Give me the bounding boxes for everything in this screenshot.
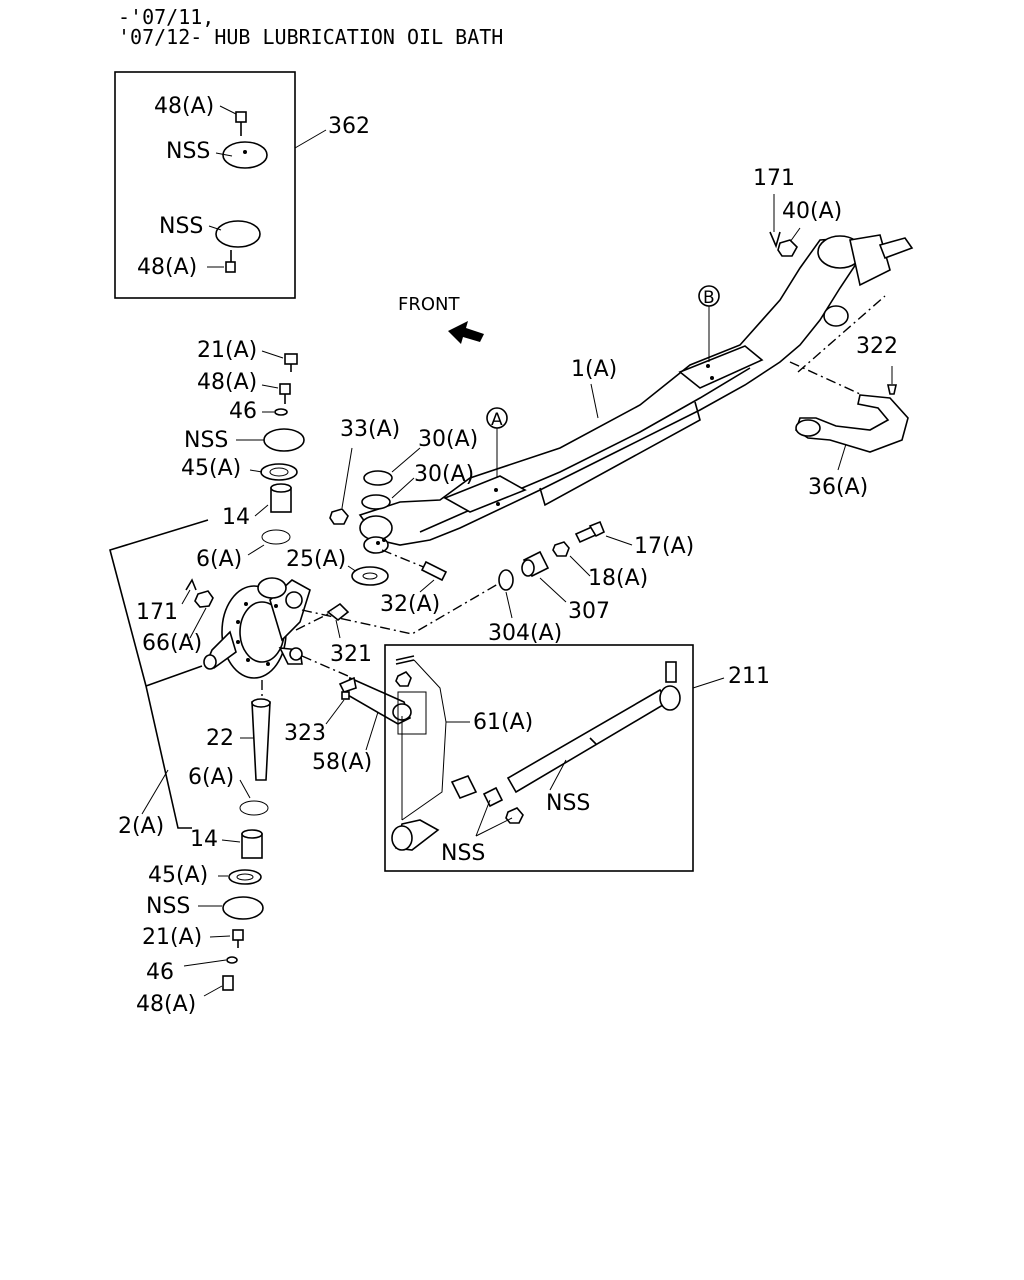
marker-b-label: B <box>703 288 715 308</box>
nut-40-icon <box>777 239 798 257</box>
front-label: FRONT <box>398 294 460 315</box>
callout-171-right: 171 <box>753 166 795 191</box>
nut-inset-icon <box>395 671 412 687</box>
kingpin-22 <box>251 701 271 781</box>
washer-304-icon <box>498 569 514 591</box>
marker-a-label: A <box>491 410 503 430</box>
tie-rod-tube <box>506 688 670 794</box>
callout-21a-top: 21(A) <box>197 338 257 363</box>
callout-25a: 25(A) <box>286 547 346 572</box>
callout-48a-bottom: 48(A) <box>136 992 196 1017</box>
callout-48a-top: 48(A) <box>197 370 257 395</box>
washer-30-a-icon <box>363 470 393 486</box>
inset-bolt-upper <box>235 111 247 123</box>
callout-304a: 304(A) <box>488 621 562 646</box>
callout-211: 211 <box>728 664 770 689</box>
upper-kingpin-stack <box>260 353 305 545</box>
callout-21a-bottom: 21(A) <box>142 925 202 950</box>
bearing-25-icon <box>351 566 389 586</box>
nut-66-icon <box>194 590 214 608</box>
callout-307: 307 <box>568 599 610 624</box>
callout-323: 323 <box>284 721 326 746</box>
inset-box-362: 48(A) NSS NSS 48(A) 362 <box>114 71 370 299</box>
front-arrow-icon <box>448 321 484 344</box>
callout-18a: 18(A) <box>588 566 648 591</box>
washer-30-b-icon <box>361 494 391 510</box>
inset-frame-362 <box>114 71 296 299</box>
callout-6a-top: 6(A) <box>196 547 242 572</box>
callout-66a: 66(A) <box>142 631 202 656</box>
inset-box-211: 61(A) NSS NSS <box>384 644 694 872</box>
inset-frame-211 <box>384 644 694 872</box>
callout-nss-top-cap: NSS <box>184 428 228 453</box>
inset-label-nss-bottom: NSS <box>159 214 203 239</box>
callout-14-bottom: 14 <box>190 827 218 852</box>
callout-6a-bottom: 6(A) <box>188 765 234 790</box>
inset-label-48a-bottom: 48(A) <box>137 255 197 280</box>
callout-nss-bottom-cap: NSS <box>146 894 190 919</box>
callout-17a: 17(A) <box>634 534 694 559</box>
inset-label-48a-top: 48(A) <box>154 94 214 119</box>
callout-58a: 58(A) <box>312 750 372 775</box>
arm-321-icon <box>326 602 350 622</box>
steering-knuckle <box>203 577 311 679</box>
inset-cap-lower <box>215 220 261 248</box>
callout-30a-1: 30(A) <box>418 427 478 452</box>
cotter-pin-right-icon <box>769 231 781 249</box>
steering-arm-36 <box>795 394 909 453</box>
pin-32-icon <box>420 560 448 582</box>
callout-40a: 40(A) <box>782 199 842 224</box>
marker-b: B <box>698 285 720 362</box>
inset-label-61a: 61(A) <box>473 710 533 735</box>
inset-label-nss-rod: NSS <box>546 791 590 816</box>
callout-321: 321 <box>330 642 372 667</box>
callout-36a: 36(A) <box>808 475 868 500</box>
inset-label-nss-clamp: NSS <box>441 841 485 866</box>
callout-2a: 2(A) <box>118 814 164 839</box>
axle-beam <box>358 234 914 554</box>
callout-45a-bottom: 45(A) <box>148 863 208 888</box>
callout-46-bottom: 46 <box>146 960 174 985</box>
callout-14-top: 14 <box>222 505 250 530</box>
callout-22: 22 <box>206 726 234 751</box>
inset-cap-upper <box>222 141 268 169</box>
callout-45a-top: 45(A) <box>181 456 241 481</box>
inset-bolt-lower <box>225 261 236 273</box>
callout-46-top: 46 <box>229 399 257 424</box>
nut-18-icon <box>552 541 570 557</box>
marker-a: A <box>486 407 508 478</box>
cotter-pin-left-icon <box>185 578 197 591</box>
callout-322: 322 <box>856 334 898 359</box>
header-line-2: '07/12- HUB LUBRICATION OIL BATH <box>118 25 503 49</box>
lower-kingpin-stack <box>222 800 269 991</box>
callout-171-left: 171 <box>136 600 178 625</box>
cotter-pin-inset-icon <box>395 655 415 665</box>
callout-32a: 32(A) <box>380 592 440 617</box>
callout-1a: 1(A) <box>571 357 617 382</box>
nut-33-icon <box>329 508 349 525</box>
fitting-322-icon <box>887 384 897 395</box>
callout-362: 362 <box>328 114 370 139</box>
fitting-323-icon <box>341 691 350 700</box>
inset-label-nss-top: NSS <box>166 139 210 164</box>
callout-33a: 33(A) <box>340 417 400 442</box>
header-line-1: -'07/11, <box>118 5 214 29</box>
callout-30a-2: 30(A) <box>414 462 474 487</box>
